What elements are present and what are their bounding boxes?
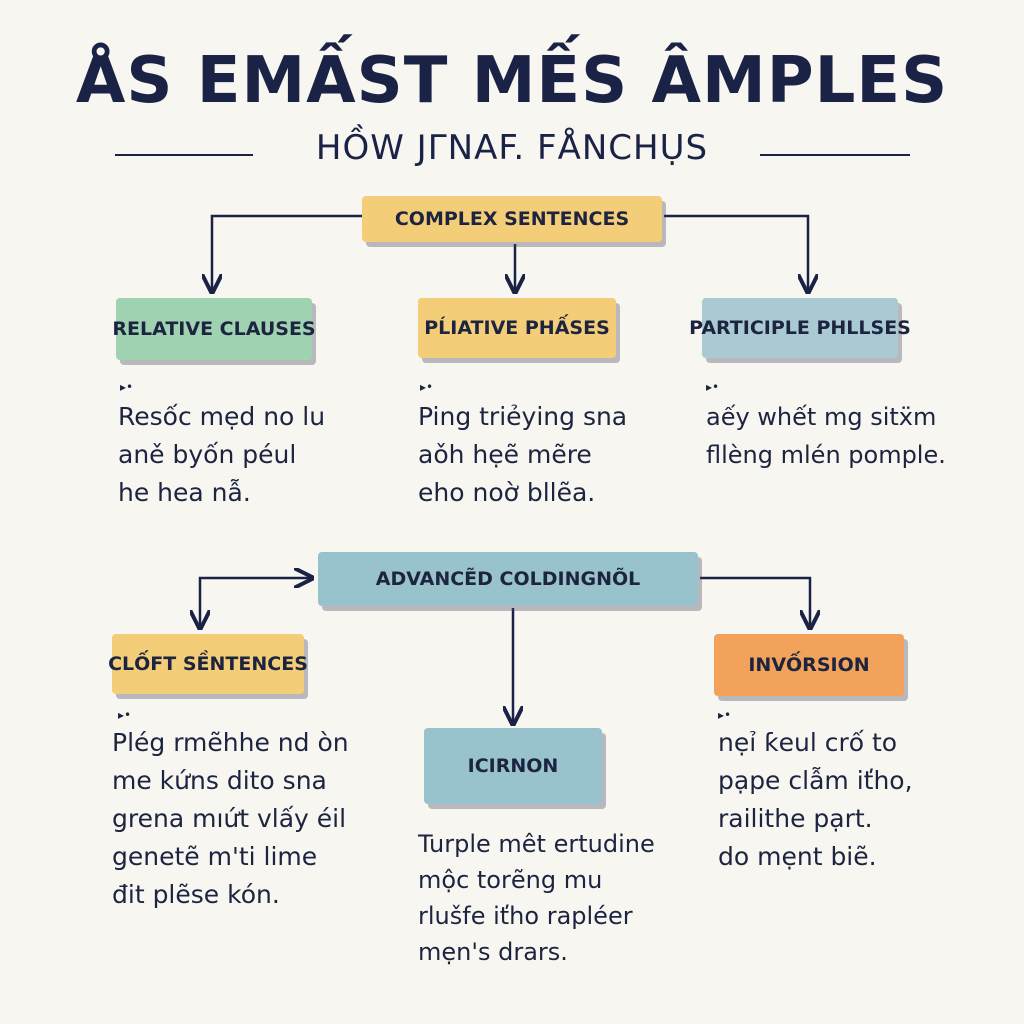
node-participle-phrases: PARTICIPLE PHLLSES <box>689 298 911 358</box>
arrow-advanced-to-cleft <box>200 578 312 628</box>
desc-line: eho noờ bllẽa. <box>418 478 596 507</box>
desc-line: rlušfe iťho rapléer <box>418 902 633 930</box>
desc-line: he hea nẫ. <box>118 478 251 507</box>
arrow-root-to-relative <box>212 214 362 292</box>
desc-participle: aếy whết mg sitẍm fllèng mlén pomple. <box>706 398 946 474</box>
desc-plative: Ping triẻying sna aǒh hẹẽ mẽre eho noờ b… <box>418 398 627 512</box>
desc-line: pạpe clẫm iťho, <box>718 766 913 795</box>
desc-inversion: nẹỉ ƙeul crố to pạpe clẫm iťho, railithe… <box>718 724 913 876</box>
node-icirnon: ICIRNON <box>424 728 602 804</box>
desc-line: fllèng mlén pomple. <box>706 441 946 469</box>
marker-cleft: ▸• <box>118 708 132 722</box>
node-advanced-coldingnol: ADVANCẼD COLDINGNÕL <box>318 552 698 606</box>
desc-line: mộc torẽng mu <box>418 866 603 894</box>
desc-line: nẹỉ ƙeul crố to <box>718 728 898 757</box>
marker-inversion: ▸• <box>718 708 732 722</box>
arrow-root-to-participle <box>664 214 808 292</box>
node-relative-clauses: RELATIVE CLAUSES <box>112 298 316 360</box>
desc-line: grena mıứt vlấy éil <box>112 804 347 833</box>
marker-participle: ▸• <box>706 380 720 394</box>
desc-line: me kứns dito sna <box>112 766 327 795</box>
desc-line: railithe pạrt. <box>718 804 873 833</box>
desc-cleft: Plég rmẽhhe nd òn me kứns dito sna grena… <box>112 724 349 914</box>
marker-relative: ▸• <box>120 380 134 394</box>
desc-line: aếy whết mg sitẍm <box>706 403 937 431</box>
desc-icirnon: Turple mêt ertudine mộc torẽng mu rlušfe… <box>418 826 655 970</box>
page-title: ÅS EMẤST MẾS ÂMPLES <box>75 44 949 118</box>
desc-relative: Resốc mẹd no lu aně byốn péul he hea nẫ. <box>118 398 325 512</box>
desc-line: do mẹnt biẽ. <box>718 842 877 871</box>
desc-line: Turple mêt ertudine <box>418 830 655 858</box>
arrow-advanced-to-inversion <box>700 576 810 628</box>
desc-line: Plég rmẽhhe nd òn <box>112 728 349 757</box>
desc-line: genetẽ m'ti lime <box>112 842 318 871</box>
desc-line: mẹn's drars. <box>418 938 568 966</box>
desc-line: Resốc mẹd no lu <box>118 402 326 431</box>
desc-line: Ping triẻying sna <box>418 402 628 431</box>
title-rule-right <box>760 154 910 156</box>
title-rule-left <box>115 154 253 156</box>
node-complex-sentences: COMPLEX SENTENCES <box>362 196 662 242</box>
desc-line: aǒh hẹẽ mẽre <box>418 440 592 469</box>
desc-line: aně byốn péul <box>118 440 297 469</box>
node-plative-phases: PĹIATIVE PHẤSES <box>418 298 616 358</box>
desc-line: đit plẽse kón. <box>112 880 280 909</box>
node-inversion: INVỐRSION <box>714 634 904 696</box>
marker-plative: ▸• <box>420 380 434 394</box>
node-cleft-sentences: CLỐFT SỀNTENCES <box>108 634 308 694</box>
page-subtitle: HỒW JΓNAF. FÅNCHỤS <box>315 128 709 168</box>
